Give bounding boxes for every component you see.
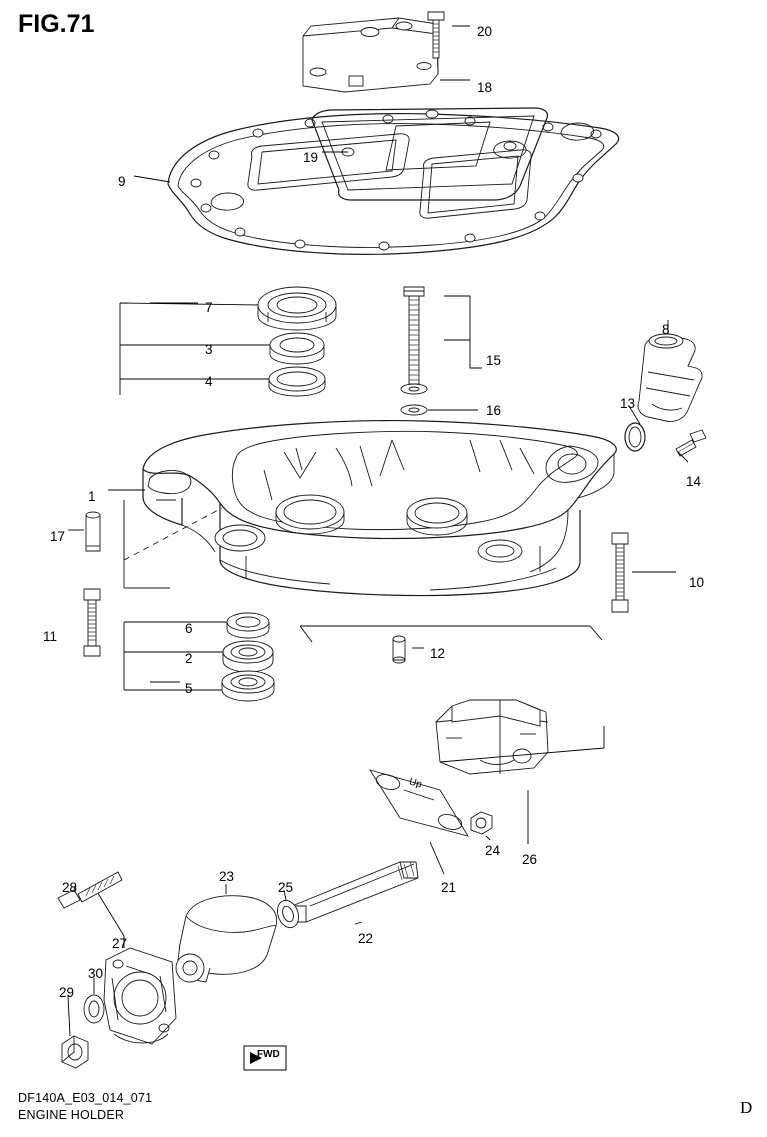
callout-30: 30 xyxy=(88,966,104,981)
part-12-pin xyxy=(392,635,406,664)
callout-14: 14 xyxy=(686,474,702,489)
part-3-seal xyxy=(269,332,325,365)
page-title: FIG.71 xyxy=(18,10,95,38)
part-18-cover-plate xyxy=(302,17,439,93)
callout-15: 15 xyxy=(486,353,502,368)
part-16-washer xyxy=(400,383,428,416)
part-17-dowel xyxy=(85,511,101,552)
part-19-gasket xyxy=(311,107,549,201)
part-24-nut xyxy=(470,811,493,835)
callout-7: 7 xyxy=(205,300,213,315)
callout-9: 9 xyxy=(118,174,126,189)
part-8-fitting xyxy=(637,333,703,422)
part-21-plate xyxy=(368,769,469,837)
callout-25: 25 xyxy=(278,880,294,895)
fwd-marker xyxy=(243,1045,287,1071)
callout-17: 17 xyxy=(50,529,66,544)
callout-4: 4 xyxy=(205,374,213,389)
callout-6: 6 xyxy=(185,621,193,636)
part-28-bolt xyxy=(57,871,123,909)
footer-code: DF140A_E03_014_071 xyxy=(18,1091,153,1105)
callout-24: 24 xyxy=(485,843,501,858)
part-10-bolt xyxy=(611,532,629,613)
callout-23: 23 xyxy=(219,869,235,884)
callout-1: 1 xyxy=(88,489,96,504)
part-6-seal xyxy=(226,612,270,639)
callout-10: 10 xyxy=(689,575,705,590)
part-29-nut xyxy=(61,1035,89,1069)
part-25-collar xyxy=(277,899,299,929)
callout-5: 5 xyxy=(185,681,193,696)
callout-22: 22 xyxy=(358,931,374,946)
part-14-screw xyxy=(675,429,707,457)
part-30-washer xyxy=(83,994,105,1024)
callout-26: 26 xyxy=(522,852,538,867)
callout-29: 29 xyxy=(59,985,75,1000)
part-11-bolt xyxy=(83,588,101,657)
part-23-damper xyxy=(175,895,278,983)
part-7-bearing xyxy=(257,286,337,331)
callout-18: 18 xyxy=(477,80,493,95)
callout-27: 27 xyxy=(112,936,128,951)
footer-figure-name: ENGINE HOLDER xyxy=(18,1108,125,1122)
callout-28: 28 xyxy=(62,880,78,895)
callout-8: 8 xyxy=(662,322,670,337)
callout-3: 3 xyxy=(205,342,213,357)
part-9-gasket xyxy=(167,112,620,255)
part-5-bearing xyxy=(221,670,275,702)
callout-11: 11 xyxy=(43,629,58,644)
part-26-bracket xyxy=(435,699,549,775)
callout-2: 2 xyxy=(185,651,193,666)
callout-12: 12 xyxy=(430,646,446,661)
part-20-bolt xyxy=(427,11,445,59)
part-2-bearing xyxy=(222,640,274,673)
part-13-oring xyxy=(624,422,646,452)
callout-19: 19 xyxy=(303,150,319,165)
fwd-label: FWD xyxy=(257,1049,280,1060)
callout-16: 16 xyxy=(486,403,502,418)
part-27-bracket xyxy=(103,947,177,1045)
part-1-engine-holder xyxy=(123,419,617,597)
callout-21: 21 xyxy=(441,880,457,895)
corner-letter: D xyxy=(740,1098,753,1117)
part-4-oring xyxy=(268,366,326,397)
callout-20: 20 xyxy=(477,24,493,39)
part-22-rod xyxy=(291,861,419,923)
callout-13: 13 xyxy=(620,396,636,411)
part-15-bolt xyxy=(403,286,425,385)
